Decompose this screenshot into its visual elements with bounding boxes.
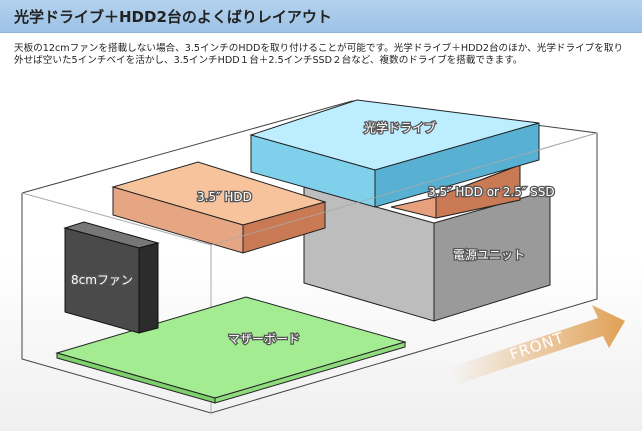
optical-drive xyxy=(249,99,540,208)
page-title: 光学ドライブ＋HDD2台のよくばりレイアウト xyxy=(14,7,332,26)
description: 天板の12cmファンを搭載しない場合、3.5インチのHDDを取り付けることが可能… xyxy=(14,43,624,66)
motherboard-label: マザーボード xyxy=(228,332,300,346)
hdd-2 xyxy=(390,164,521,219)
hdd-3-5 xyxy=(111,161,327,254)
power-supply xyxy=(303,186,551,322)
front-arrow xyxy=(451,305,625,384)
hdd-2-label: 3.5″ HDD or 2.5″ SSD xyxy=(428,185,555,199)
optical-drive-label: 光学ドライブ xyxy=(364,120,436,135)
title-bar: 光学ドライブ＋HDD2台のよくばりレイアウト xyxy=(0,0,642,33)
motherboard xyxy=(55,296,407,404)
psu-label: 電源ユニット xyxy=(453,248,525,262)
hdd-label: 3.5″ HDD xyxy=(197,190,252,204)
front-label: FRONT xyxy=(507,328,566,363)
fan-label: 8cmファン xyxy=(71,273,133,287)
fan xyxy=(63,221,160,334)
